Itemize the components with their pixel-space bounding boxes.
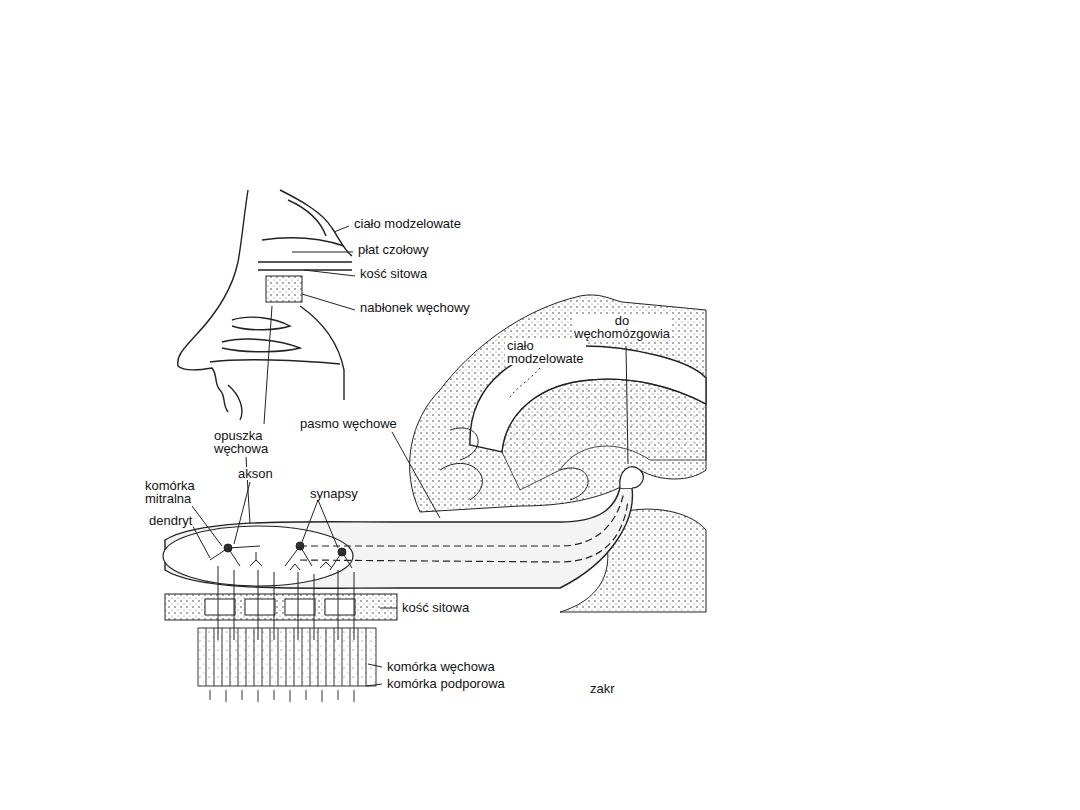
leader-lines — [190, 226, 628, 686]
head-section — [178, 190, 352, 420]
epithelium-cells — [198, 628, 376, 702]
part-label: opuszka węchowa — [212, 429, 270, 455]
gyri — [440, 428, 588, 500]
cribriform-plate — [165, 594, 397, 620]
part-label: kość sitowa — [358, 267, 429, 280]
bulb-cells — [210, 542, 352, 570]
part-label: komórka podporowa — [385, 677, 507, 690]
part-label: komórka węchowa — [385, 660, 497, 673]
part-label: do węchomózgowia — [572, 314, 672, 340]
frontal-lobe — [410, 295, 706, 512]
part-label: ciało modzelowate — [505, 339, 586, 365]
part-label: kość sitowa — [400, 601, 471, 614]
part-label: nabłonek węchowy — [358, 301, 472, 314]
plate-openings — [205, 599, 355, 615]
axon-fibers — [218, 566, 354, 640]
tract-end — [620, 467, 644, 488]
brain-inner — [502, 379, 706, 490]
part-label: komórka mitralna — [143, 479, 197, 505]
tract-fibers — [300, 492, 628, 562]
part-label: pasmo węchowe — [298, 417, 399, 430]
part-label: ciało modzelowate — [352, 217, 463, 230]
part-label: dendryt — [147, 514, 194, 527]
part-label: akson — [236, 467, 275, 480]
part-label: synapsy — [308, 487, 360, 500]
part-label: zakr — [588, 682, 617, 695]
olfactory-epithelium-small — [266, 276, 302, 302]
part-label: płat czołowy — [356, 243, 431, 256]
